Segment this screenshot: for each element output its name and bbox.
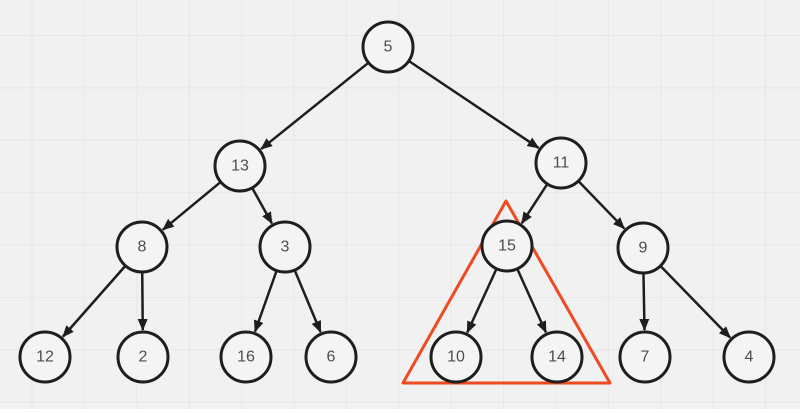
edge-5-11 [408,60,540,150]
tree-node-8[interactable]: 8 [115,220,169,274]
tree-node-2[interactable]: 2 [116,330,170,384]
tree-node-3[interactable]: 3 [258,220,312,274]
tree-node-7[interactable]: 7 [618,330,672,384]
highlight-triangle [401,199,612,385]
node-circle [115,220,169,274]
node-circle [534,136,588,190]
tree-node-4[interactable]: 4 [722,330,776,384]
tree-node-15[interactable]: 15 [480,219,534,273]
tree-node-12[interactable]: 12 [18,330,72,384]
node-circle [429,330,483,384]
node-value: 9 [639,240,648,257]
node-circle [618,330,672,384]
edge-15-14 [516,269,548,334]
node-value: 16 [237,349,255,366]
tree-node-16[interactable]: 16 [219,330,273,384]
node-value: 2 [139,349,148,366]
node-circle [219,330,273,384]
tree-node-9[interactable]: 9 [616,221,670,275]
node-value: 4 [745,349,754,366]
tree-node-10[interactable]: 10 [429,330,483,384]
edge-5-13 [260,62,369,151]
node-value: 12 [36,349,54,366]
edge-8-12 [61,265,126,338]
node-circle [116,330,170,384]
edge-13-8 [162,181,221,231]
node-circle [258,220,312,274]
node-circle [616,221,670,275]
node-circle [18,330,72,384]
node-value: 5 [384,39,393,56]
tree-node-5[interactable]: 5 [361,20,415,74]
node-circle [480,219,534,273]
edge-15-10 [466,269,498,334]
tree-node-14[interactable]: 14 [530,330,584,384]
node-circle [304,330,358,384]
edge-11-9 [578,180,626,230]
node-value: 11 [553,155,570,172]
edges-layer [61,60,732,339]
edge-3-16 [253,271,278,333]
tree-node-13[interactable]: 13 [213,139,267,193]
edge-3-6 [293,270,322,334]
node-value: 15 [498,238,516,255]
node-value: 13 [231,158,249,175]
nodes-layer: 5 13 11 8 3 15 9 12 2 16 6 10 14 7 4 [18,20,776,384]
node-value: 6 [327,349,336,366]
annotation-layer [401,199,612,385]
node-value: 10 [447,349,465,366]
tree-node-6[interactable]: 6 [304,330,358,384]
edge-9-7 [639,273,650,332]
edge-9-4 [660,265,732,339]
node-value: 8 [138,239,147,256]
node-circle [530,330,584,384]
edge-11-15 [520,184,548,225]
node-circle [722,330,776,384]
tree-node-11[interactable]: 11 [534,136,588,190]
node-value: 3 [281,239,290,256]
node-circle [361,20,415,74]
edge-13-3 [251,188,273,225]
node-value: 14 [548,349,566,366]
edge-8-2 [137,272,148,332]
node-value: 7 [641,349,650,366]
node-circle [213,139,267,193]
